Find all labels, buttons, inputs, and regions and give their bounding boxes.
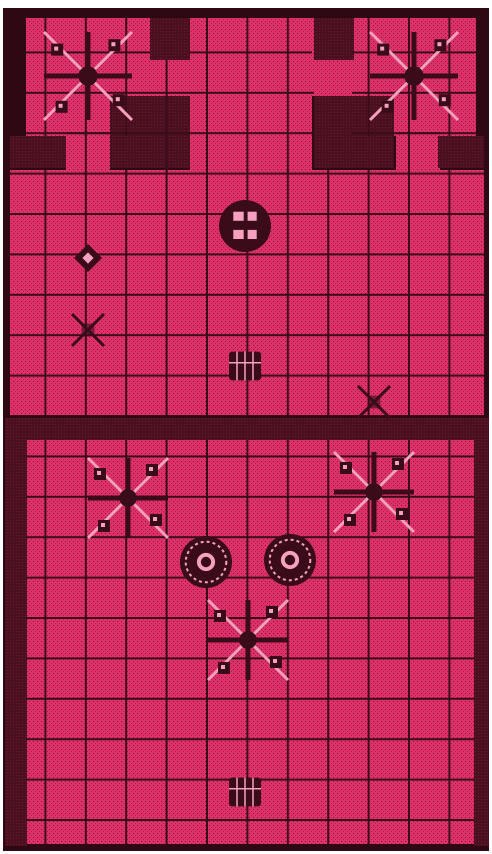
cross-spinner-lower-left: [88, 458, 168, 538]
lower-left-wall: [5, 440, 27, 846]
chest-lower-hall: [229, 778, 261, 807]
chest-upper-hall: [229, 352, 261, 381]
cross-spinner-top-right-room: [370, 32, 458, 120]
boulder-ring-right: [264, 534, 316, 586]
lower-right-wall: [474, 440, 489, 846]
divider-wall: [5, 418, 489, 440]
wall-block: [438, 136, 484, 168]
boulder-upper-hall: [219, 200, 271, 252]
wall-block: [314, 18, 354, 60]
cross-spinner-lower-right: [334, 452, 414, 532]
top-right-entrance: [312, 60, 356, 96]
wall-block: [10, 136, 66, 168]
wall-block: [150, 18, 190, 60]
cross-spinner-lower-center: [208, 600, 288, 680]
boulder-ring-left: [180, 536, 232, 588]
cross-spinner-top-left-room: [44, 32, 132, 120]
